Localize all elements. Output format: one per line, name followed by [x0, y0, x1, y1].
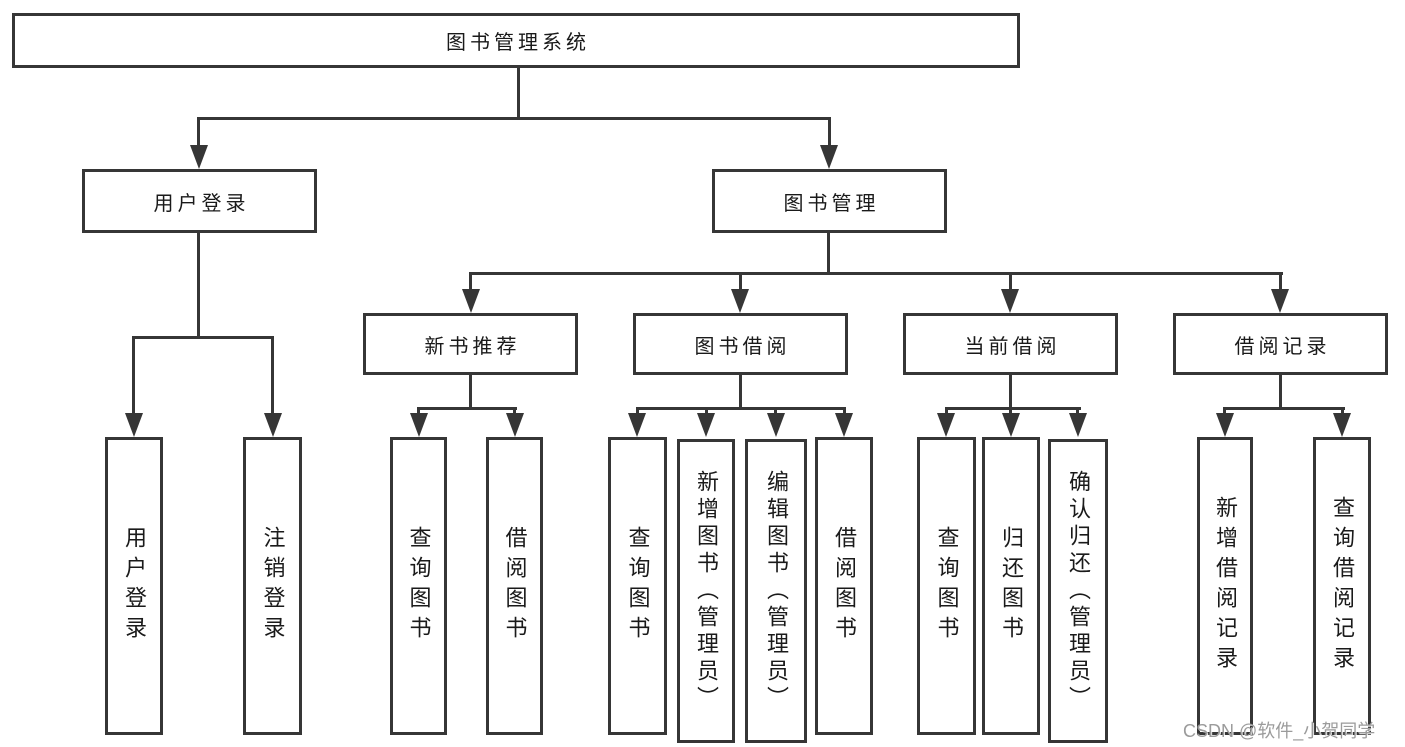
node-label: 借阅记录 [1234, 335, 1331, 358]
arrowhead-down [835, 413, 853, 437]
connector-vline [636, 409, 639, 415]
connector-borrow-hline [636, 407, 846, 410]
new-book-recommend-node: 新书推荐 [363, 313, 578, 375]
arrowhead-down [937, 413, 955, 437]
connector-login-hline [132, 336, 274, 339]
leaf-logout-node: 注销登录 [243, 437, 302, 735]
book-management-group-node: 图书管理 [712, 169, 947, 233]
leaf-query-borrow-record-node: 查询借阅记录 [1313, 437, 1371, 735]
arrowhead-down [462, 289, 480, 313]
connector-records-stub [1279, 374, 1282, 410]
node-label: 用户登录 [153, 192, 250, 215]
connector-vline [132, 338, 135, 415]
csdn-watermark: CSDN @软件_小贺同学 [1183, 721, 1376, 741]
leaf-add-book-admin-node: 新增图书（管理员） [677, 439, 735, 743]
arrowhead-down [125, 413, 143, 437]
node-label: 确认归还（管理员） [1066, 469, 1091, 713]
connector-recommend-hline [417, 407, 517, 410]
arrowhead-down [1271, 289, 1289, 313]
leaf-edit-book-admin-node: 编辑图书（管理员） [745, 439, 807, 743]
connector-vline [774, 409, 777, 415]
book-borrow-node: 图书借阅 [633, 313, 848, 375]
connector-vline [705, 409, 708, 415]
root-node: 图书管理系统 [12, 13, 1020, 68]
node-label: 查询借阅记录 [1330, 496, 1355, 676]
connector-vline [945, 409, 948, 415]
arrowhead-down [1216, 413, 1234, 437]
arrowhead-down [264, 413, 282, 437]
connector-vline [197, 119, 200, 147]
node-label: 注销登录 [260, 526, 286, 646]
arrowhead-down [628, 413, 646, 437]
arrowhead-down [697, 413, 715, 437]
connector-vline [1279, 274, 1282, 291]
connector-vline [1223, 409, 1226, 415]
connector-root-stub [517, 67, 520, 120]
connector-vline [513, 409, 516, 415]
leaf-user-login-node: 用户登录 [105, 437, 163, 735]
arrowhead-down [820, 145, 838, 169]
connector-vline [417, 409, 420, 415]
connector-level2-hline [197, 117, 831, 120]
connector-records-hline [1223, 407, 1345, 410]
leaf-query-book-borrow-node: 查询图书 [608, 437, 667, 735]
connector-recommend-stub [469, 374, 472, 410]
arrowhead-down [1002, 413, 1020, 437]
connector-vline [271, 338, 274, 415]
root-node-label: 图书管理系统 [446, 32, 590, 54]
node-label: 归还图书 [999, 526, 1024, 646]
leaf-confirm-return-admin-node: 确认归还（管理员） [1048, 439, 1108, 743]
arrowhead-down [1333, 413, 1351, 437]
node-label: 借阅图书 [502, 526, 528, 646]
leaf-query-book-current-node: 查询图书 [917, 437, 976, 735]
connector-vline [1009, 274, 1012, 291]
node-label: 编辑图书（管理员） [764, 469, 789, 713]
node-label: 新书推荐 [424, 335, 521, 358]
node-label: 借阅图书 [832, 526, 857, 646]
leaf-query-book-recommend-node: 查询图书 [390, 437, 447, 735]
arrowhead-down [190, 145, 208, 169]
arrowhead-down [410, 413, 428, 437]
connector-vline [828, 119, 831, 147]
borrow-records-node: 借阅记录 [1173, 313, 1388, 375]
connector-vline [1076, 409, 1079, 415]
node-label: 用户登录 [122, 526, 147, 646]
connector-borrow-stub [739, 374, 742, 410]
connector-mgmt-stub [827, 232, 830, 275]
node-label: 查询图书 [625, 526, 651, 646]
connector-vline [469, 274, 472, 291]
connector-vline [1341, 409, 1344, 415]
arrowhead-down [1001, 289, 1019, 313]
node-label: 新增图书（管理员） [694, 469, 719, 713]
node-label: 当前借阅 [964, 335, 1061, 358]
connector-level3-hline [469, 272, 1283, 275]
connector-vline [739, 274, 742, 291]
node-label: 查询图书 [934, 526, 960, 646]
leaf-return-book-node: 归还图书 [982, 437, 1040, 735]
connector-login-stub [197, 232, 200, 339]
arrowhead-down [767, 413, 785, 437]
node-label: 图书管理 [783, 192, 880, 215]
connector-current-stub [1009, 374, 1012, 410]
node-label: 新增借阅记录 [1213, 496, 1238, 676]
connector-current-hline [945, 407, 1081, 410]
current-borrow-node: 当前借阅 [903, 313, 1118, 375]
arrowhead-down [1069, 413, 1087, 437]
user-login-group-node: 用户登录 [82, 169, 317, 233]
arrowhead-down [731, 289, 749, 313]
node-label: 图书借阅 [694, 335, 791, 358]
leaf-add-borrow-record-node: 新增借阅记录 [1197, 437, 1253, 735]
leaf-borrow-book-recommend-node: 借阅图书 [486, 437, 543, 735]
leaf-borrow-book-borrow-node: 借阅图书 [815, 437, 873, 735]
connector-vline [843, 409, 846, 415]
node-label: 查询图书 [406, 526, 432, 646]
connector-vline [1009, 409, 1012, 415]
arrowhead-down [506, 413, 524, 437]
